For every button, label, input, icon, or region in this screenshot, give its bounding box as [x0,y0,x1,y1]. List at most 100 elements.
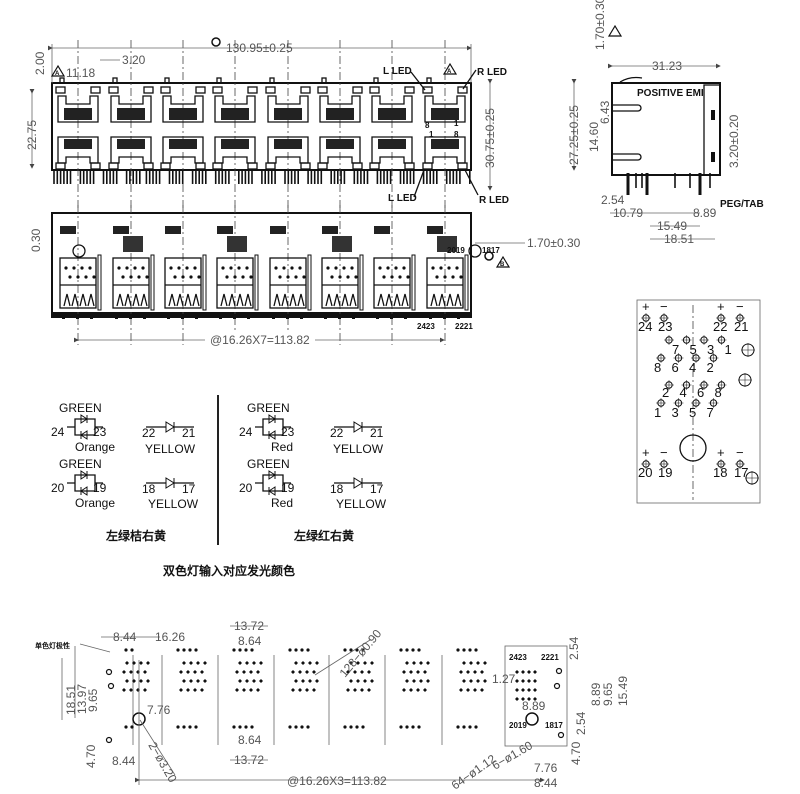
led-pad [405,648,409,652]
pad [419,661,423,665]
led-window [457,162,468,170]
led-pad [250,725,254,729]
spring-contact [377,293,385,307]
rj45-port-top [57,95,99,123]
pad [122,670,126,674]
led-pad [417,725,421,729]
led-window [143,162,154,170]
pin-labels: 2019 [509,721,527,730]
pad [315,661,319,665]
pad [527,688,531,692]
pad [473,670,477,674]
pitch-dimension: @16.26X3=113.82 [287,774,387,788]
pad [367,688,371,692]
pad [291,670,295,674]
pad [242,688,246,692]
transformer-block [123,236,143,252]
pin-number: 18 [330,482,344,496]
pin-labels: 2423 [509,653,527,662]
spring-contact [401,293,409,307]
datum-b-icon [495,255,511,268]
port-contacts [117,139,145,149]
pin-dot [298,266,302,270]
pin-labels: 1817 [545,721,563,730]
led-pad [474,725,478,729]
pin-stub [181,314,184,319]
pin-dot [455,266,459,270]
led-block [374,226,390,234]
pin-labels: 1817 [482,246,500,255]
pad [462,679,466,683]
led-pad [232,725,236,729]
led-pad [343,725,347,729]
pin-labels: 2019 [447,246,465,255]
dim-7-76: 7.76 [534,761,558,775]
port-contacts [274,139,302,149]
pin-number: 7 [707,405,714,420]
pad [402,688,406,692]
led-pad [468,648,472,652]
pin-dot [221,266,225,270]
led-window [247,86,258,94]
transformer-block [437,236,457,252]
led-block [217,226,233,234]
green-label: GREEN [247,457,290,471]
led-pad [182,725,186,729]
peg-hole [555,667,563,675]
pad [476,679,480,683]
datum-a-icon [442,62,458,75]
leader-line [139,719,176,776]
led-window [352,86,363,94]
pad [469,661,473,665]
led-pad [349,725,353,729]
led-window [369,86,380,94]
plus-sign: + [642,299,650,314]
led-pad [244,648,248,652]
pin-number: 23 [93,425,107,439]
dim-8-44: 8.44 [112,754,136,768]
led-window [160,162,171,170]
dim-8-44: 8.44 [534,776,558,790]
port-contacts [431,139,459,149]
pin-number: 18 [713,465,727,480]
pad [238,679,242,683]
port-footprint [112,257,150,309]
diode-icon [80,430,88,440]
port-footprint [321,257,359,309]
port-contacts [169,139,197,149]
led-window [265,162,276,170]
pin-stub [195,314,198,319]
pin-dot [326,266,330,270]
peg-hole [107,682,115,690]
pad [459,688,463,692]
pin-dot [278,275,282,279]
hole-dimension: 64−ø1.12 [449,752,499,793]
pad [346,670,350,674]
pin-number: 22 [713,319,727,334]
pad [132,679,136,683]
led-window [369,162,380,170]
pad [402,670,406,674]
tab [426,77,432,84]
pin-number: 22 [142,426,156,440]
led-window [317,162,328,170]
pad [521,679,525,683]
pin-stub [272,314,275,319]
led-pad [399,725,403,729]
led-window [195,162,206,170]
shield-slot [202,254,207,311]
pad [129,670,133,674]
port-footprint [269,257,307,309]
led-window [55,86,66,94]
port-contacts [169,108,197,120]
pin-dot [145,275,149,279]
dim-18-51: 18.51 [64,685,78,715]
minus-sign: − [736,445,744,460]
pin-dot [382,275,386,279]
pin-dot [129,275,133,279]
pad [203,661,207,665]
pad [419,679,423,683]
led-pad [124,725,128,729]
